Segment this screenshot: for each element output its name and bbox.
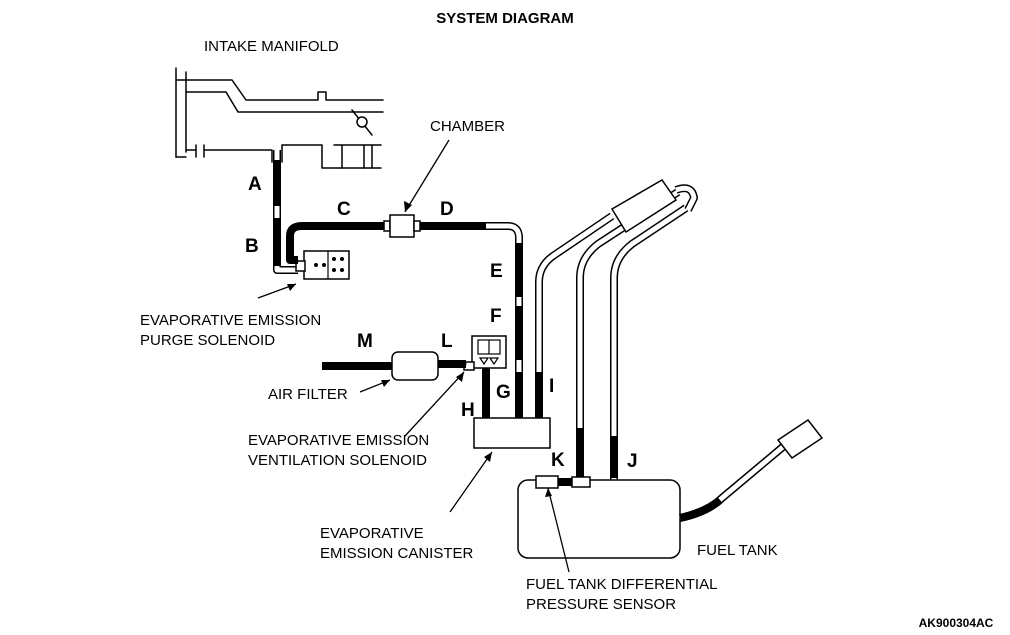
figure-code: AK900304AC [919,616,994,630]
hose-h-label: H [461,400,475,421]
chamber [383,214,421,238]
purge-solenoid-label-2: PURGE SOLENOID [140,332,275,349]
air-filter-line [322,351,467,381]
chamber-label: CHAMBER [430,118,505,135]
evap-canister [473,417,551,449]
hose-b-label: B [245,236,259,257]
hose-e-label: E [490,261,503,282]
hose-d-label: D [440,199,454,220]
hose-c [286,222,384,264]
hose-g-label: G [496,382,511,403]
canister-feed-line [420,222,523,418]
pressure-sensor-label-1: FUEL TANK DIFFERENTIAL [526,576,717,593]
filler-pipes [576,179,698,480]
purge-line [273,150,298,274]
purge-solenoid-label-1: EVAPORATIVE EMISSION [140,312,321,329]
hose-m-label: M [357,331,373,352]
purge-solenoid [295,250,350,280]
fuel-tank-label: FUEL TANK [697,542,778,559]
canister-label-1: EVAPORATIVE [320,525,424,542]
hose-k-label: K [551,450,565,471]
air-filter-label: AIR FILTER [268,386,348,403]
ventilation-solenoid-label-1: EVAPORATIVE EMISSION [248,432,429,449]
diagram-title: SYSTEM DIAGRAM [436,10,574,27]
hose-f-label: F [490,306,502,327]
canister-label-2: EMISSION CANISTER [320,545,474,562]
hose-c-label: C [337,199,351,220]
vent-line [535,212,615,418]
hose-i-label: I [549,376,554,397]
intake-manifold [175,67,384,169]
ventilation-solenoid-label-2: VENTILATION SOLENOID [248,452,427,469]
fuel-tank [517,418,824,559]
hose-a-label: A [248,174,262,195]
hose-l-label: L [441,331,453,352]
intake-manifold-label: INTAKE MANIFOLD [204,38,339,55]
pressure-sensor-label-2: PRESSURE SENSOR [526,596,676,613]
pointer-lines [257,139,570,573]
hose-j-label: J [627,451,638,472]
ventilation-solenoid [463,335,507,371]
